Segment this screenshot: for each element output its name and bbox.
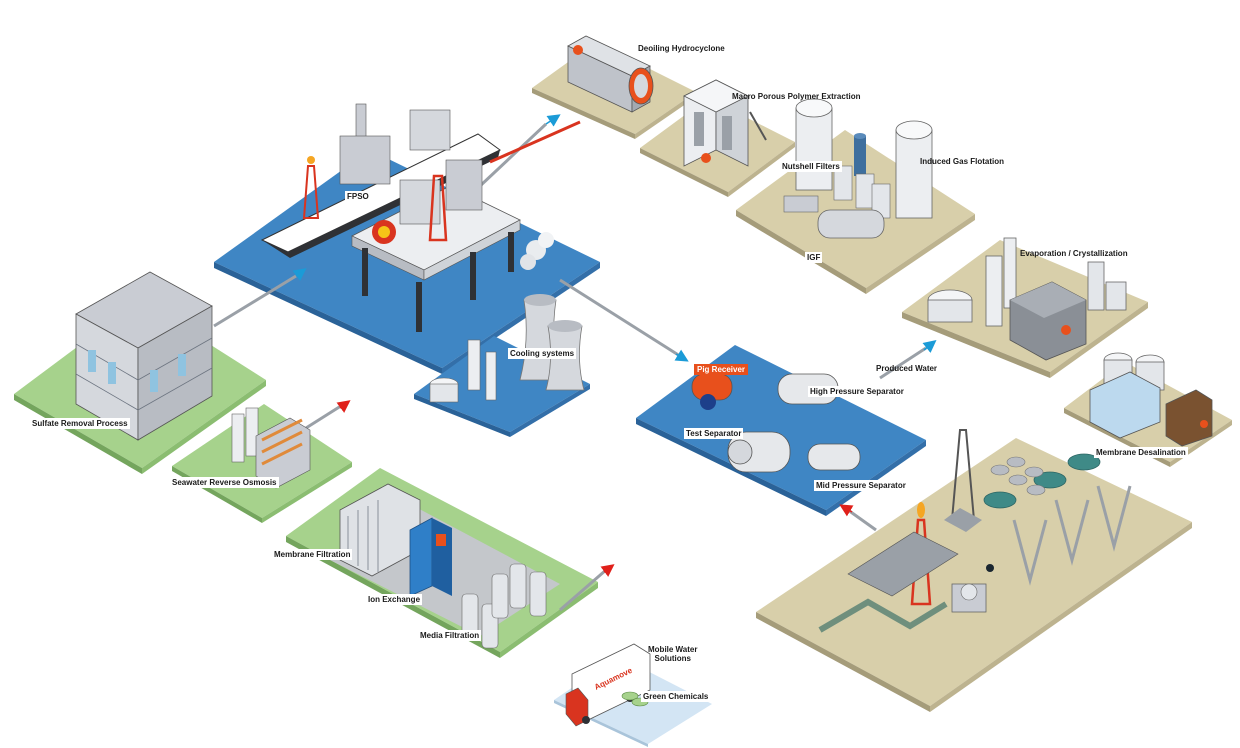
label-media-filtration: Media Filtration [418,630,482,641]
arrow-red [336,400,351,413]
label-evaporation: Evaporation / Crystallization [1020,249,1128,258]
label-mobile-water: Mobile Water Solutions [648,645,697,663]
label-membrane-desalination: Membrane Desalination [1094,447,1188,458]
pumpjack-head [983,491,1017,509]
arrow-blue [292,268,307,281]
pumpjack-head [1033,471,1067,489]
label-induced-gas-flotation: Induced Gas Flotation [920,157,1005,166]
arrow-blue [545,114,561,127]
fpso-ship [260,103,501,258]
deoiling-hydrocyclone-equipment [567,35,654,113]
label-nutshell-filters: Nutshell Filters [780,161,842,172]
arrow-blue [674,349,689,362]
oilfield-equipment [818,429,1132,633]
evaporation-equipment [927,237,1127,361]
label-igf: IGF [805,252,823,263]
mid-pressure-separator-vessel [807,443,861,471]
seawater-ro-equipment [231,407,311,489]
label-cooling-systems: Cooling systems [508,348,577,359]
label-mid-pressure-separator: Mid Pressure Separator [814,480,908,491]
label-mobile-water-line1: Mobile Water [648,645,698,654]
label-mobile-water-line2: Solutions [654,654,691,663]
platform-oilfield [756,438,1192,712]
label-seawater-ro: Seawater Reverse Osmosis [170,477,279,488]
label-sulfate-removal: Sulfate Removal Process [30,418,130,429]
label-pig-receiver: Pig Receiver [694,364,749,375]
pig-receiver-valve [700,394,716,410]
arrow-blue [922,340,937,353]
mobile-water-truck: Aquamove [565,643,651,727]
label-macro-porous: Macro Porous Polymer Extraction [732,92,861,101]
flow-arrows [292,114,937,577]
label-produced-water: Produced Water [876,364,938,373]
label-green-chemicals: Green Chemicals [641,691,711,702]
media-filtration-vessels [461,563,547,649]
label-fpso: FPSO [345,191,371,202]
label-deoiling-hydrocyclone: Deoiling Hydrocyclone [638,44,725,53]
label-test-separator: Test Separator [684,428,744,439]
label-high-pressure-separator: High Pressure Separator [808,386,906,397]
sulfate-removal-equipment [75,271,213,441]
offshore-platform [351,120,581,332]
arrow-red [839,504,854,517]
filtration-equipment [339,483,547,649]
platform-cooling [414,336,590,437]
pumpjack-head [1067,453,1101,471]
oilfield-pipeline [818,598,948,633]
nutshell-igf-equipment [783,98,933,239]
label-membrane-filtration: Membrane Filtration [272,549,353,560]
macro-porous-equipment [683,79,767,167]
membrane-desalination-equipment [1089,352,1213,447]
arrow-red [600,564,615,577]
ion-exchange-vessel [409,517,433,597]
label-ion-exchange: Ion Exchange [366,594,423,605]
cooling-systems-equipment [429,232,585,403]
